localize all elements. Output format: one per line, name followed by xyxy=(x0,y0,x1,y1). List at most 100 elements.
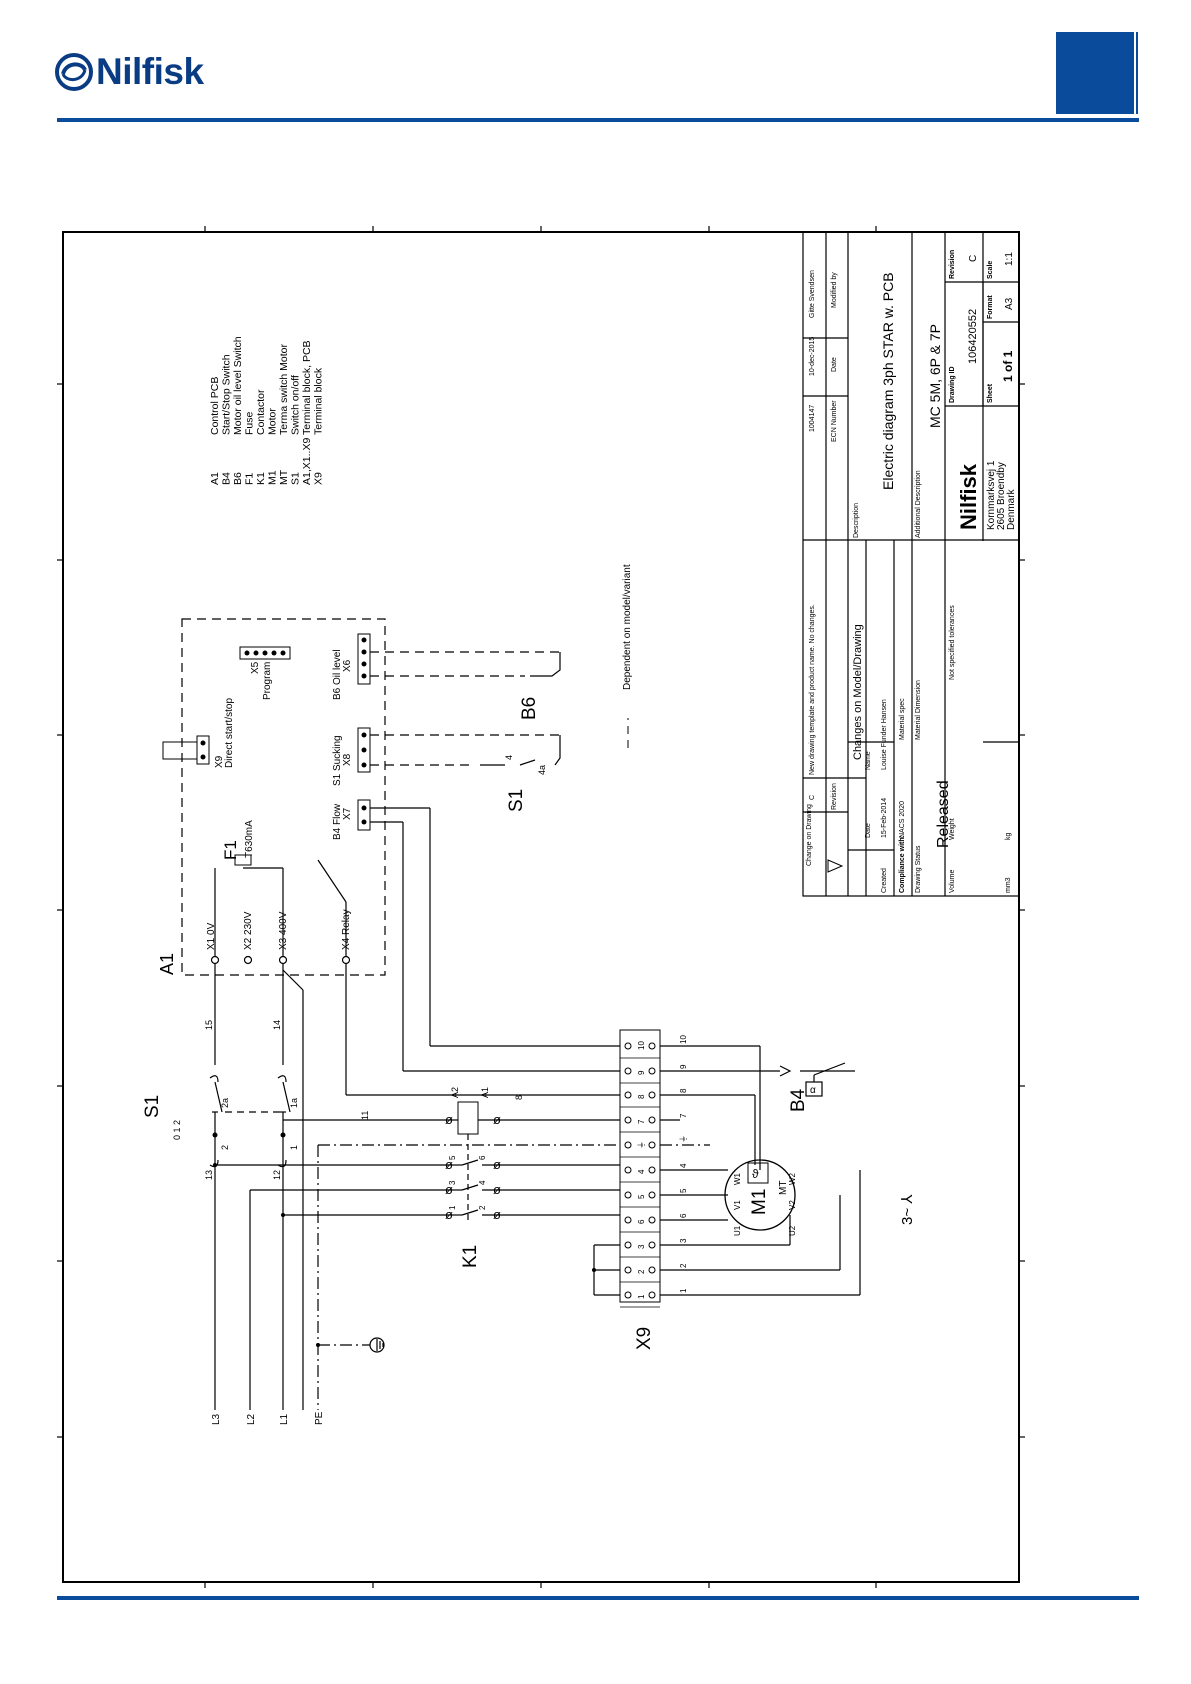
label-x5-desc: Program xyxy=(262,662,273,700)
tb-additional: MC 5M, 6P & 7P xyxy=(927,324,943,428)
svg-text:ø: ø xyxy=(493,1157,501,1172)
terminal-number: 7 xyxy=(637,1119,646,1124)
label-s1-4a: 4a xyxy=(537,765,547,775)
terminal-screw-right xyxy=(648,1116,656,1124)
terminal-screw-right xyxy=(648,1091,656,1099)
tb-volume-label: Volume xyxy=(949,870,956,893)
svg-text:ø: ø xyxy=(493,1207,501,1222)
brand-box xyxy=(1056,32,1138,114)
legend-code: K1 xyxy=(255,472,267,485)
tb-weight-label: Weight xyxy=(949,818,956,840)
x5-connector xyxy=(239,646,291,660)
thermal-symbol: ϑ xyxy=(752,1167,759,1181)
terminal-screw-right xyxy=(648,1241,656,1249)
terminal-number: 5 xyxy=(637,1194,646,1199)
label-pe: PE xyxy=(314,1411,325,1425)
motor-pin-label: V1 xyxy=(733,1200,742,1210)
terminal-screw-left xyxy=(624,1266,632,1274)
label-s1-1: 1 xyxy=(289,1145,299,1150)
terminal-screw-left xyxy=(624,1067,632,1075)
terminal-block-x9 xyxy=(619,1029,661,1303)
tb-material-dim: Material Dimension xyxy=(915,680,922,740)
tb-volume-unit: mm3 xyxy=(1005,877,1012,893)
label-k1: K1 xyxy=(460,1245,481,1268)
label-a1: A1 xyxy=(157,953,177,975)
terminal-number: 2 xyxy=(637,1269,646,1274)
contactor-pin-label: 3 xyxy=(448,1180,457,1185)
terminal-screw-left xyxy=(624,1166,632,1174)
label-l1: L1 xyxy=(279,1413,290,1425)
tb-change-on-drawing: Change on Drawing xyxy=(806,804,813,866)
label-x9-desc: Direct start/stop xyxy=(224,698,235,768)
wire-11: 11 xyxy=(360,1111,370,1120)
legend-code: B6 xyxy=(232,472,244,485)
brand-name: Nilfisk xyxy=(96,51,204,92)
wire-number: ⏚ xyxy=(679,1135,688,1143)
legend-desc: Terminal block xyxy=(313,367,325,435)
wire-number: 6 xyxy=(679,1213,688,1218)
tb-format-label: Format xyxy=(987,295,994,319)
terminal-screw-right xyxy=(648,1166,656,1174)
wire-number: 9 xyxy=(679,1064,688,1069)
tb-scale: 1:1 xyxy=(1004,252,1015,266)
label-x6-desc: B6 Oil level xyxy=(332,649,343,700)
svg-text:ø: ø xyxy=(493,1182,501,1197)
label-l2: L2 xyxy=(246,1413,257,1425)
top-rule xyxy=(57,118,1139,122)
motor-m1 xyxy=(724,1159,796,1231)
legend-desc: Fuse xyxy=(244,411,256,435)
terminal-number: 9 xyxy=(637,1070,646,1075)
legend-code: A1 xyxy=(209,472,221,485)
earth-icon xyxy=(369,1337,385,1353)
tb-change-desc: New drawing template and product name. N… xyxy=(809,604,816,775)
tb-tolerances: Not specified tolerances xyxy=(949,605,956,680)
label-k1-a1: A1 xyxy=(480,1087,490,1098)
label-x7-desc: B4 Flow xyxy=(332,803,343,840)
svg-text:ø: ø xyxy=(445,1182,453,1197)
nilfisk-swirl-icon xyxy=(55,53,93,91)
tb-description: Electric diagram 3ph STAR w. PCB xyxy=(880,272,896,490)
label-s1-4: 4 xyxy=(504,755,514,760)
motor-pin-label: W2 xyxy=(788,1172,797,1185)
tb-revision2: C xyxy=(968,255,979,262)
legend-desc: Contactor xyxy=(255,389,267,435)
tb-company: Nilfisk xyxy=(956,463,981,530)
contactor-pin-label: 6 xyxy=(478,1155,487,1160)
label-x8: X8 xyxy=(342,753,353,766)
tb-revision-label: Revision xyxy=(831,783,838,810)
tb-weight-unit: kg xyxy=(1005,833,1012,841)
tb-date-label: Date xyxy=(831,357,838,372)
label-x9: X9 xyxy=(214,755,225,768)
label-l3: L3 xyxy=(211,1413,222,1425)
wire-12: 12 xyxy=(272,1170,282,1180)
contactor-pin-label: 1 xyxy=(448,1205,457,1210)
svg-text:ø: ø xyxy=(445,1112,453,1127)
label-m1: M1 xyxy=(749,1189,770,1215)
x8-connector xyxy=(357,727,371,773)
tb-name-label: Name xyxy=(865,751,872,770)
legend-code: F1 xyxy=(244,473,256,485)
wire-number: 10 xyxy=(679,1035,688,1044)
wire-number: 5 xyxy=(679,1188,688,1193)
terminal-screw-right xyxy=(648,1291,656,1299)
motor-pin-label: U1 xyxy=(733,1225,742,1236)
terminal-number: 4 xyxy=(637,1169,646,1174)
wire-number: 2 xyxy=(679,1263,688,1268)
label-s1-positions: 0 1 2 xyxy=(172,1120,182,1140)
label-s1-1a: 1a xyxy=(289,1098,299,1108)
tb-modified-by-label: Modified by xyxy=(831,272,838,308)
tb-scale-label: Scale xyxy=(987,261,994,279)
tb-changes-note: Changes on Model/Drawing xyxy=(852,624,864,760)
tb-ecn-number: 1004147 xyxy=(809,405,816,432)
terminal-screw-left xyxy=(624,1141,632,1149)
tb-description-label: Description xyxy=(853,503,860,538)
label-mt: MT xyxy=(778,1181,789,1195)
motor-pin-label: V2 xyxy=(788,1200,797,1210)
terminal-screw-left xyxy=(624,1091,632,1099)
terminal-number: ⏚ xyxy=(637,1141,646,1149)
contactor-pin-label: 4 xyxy=(478,1180,487,1185)
tb-status-value: Released xyxy=(935,780,952,848)
